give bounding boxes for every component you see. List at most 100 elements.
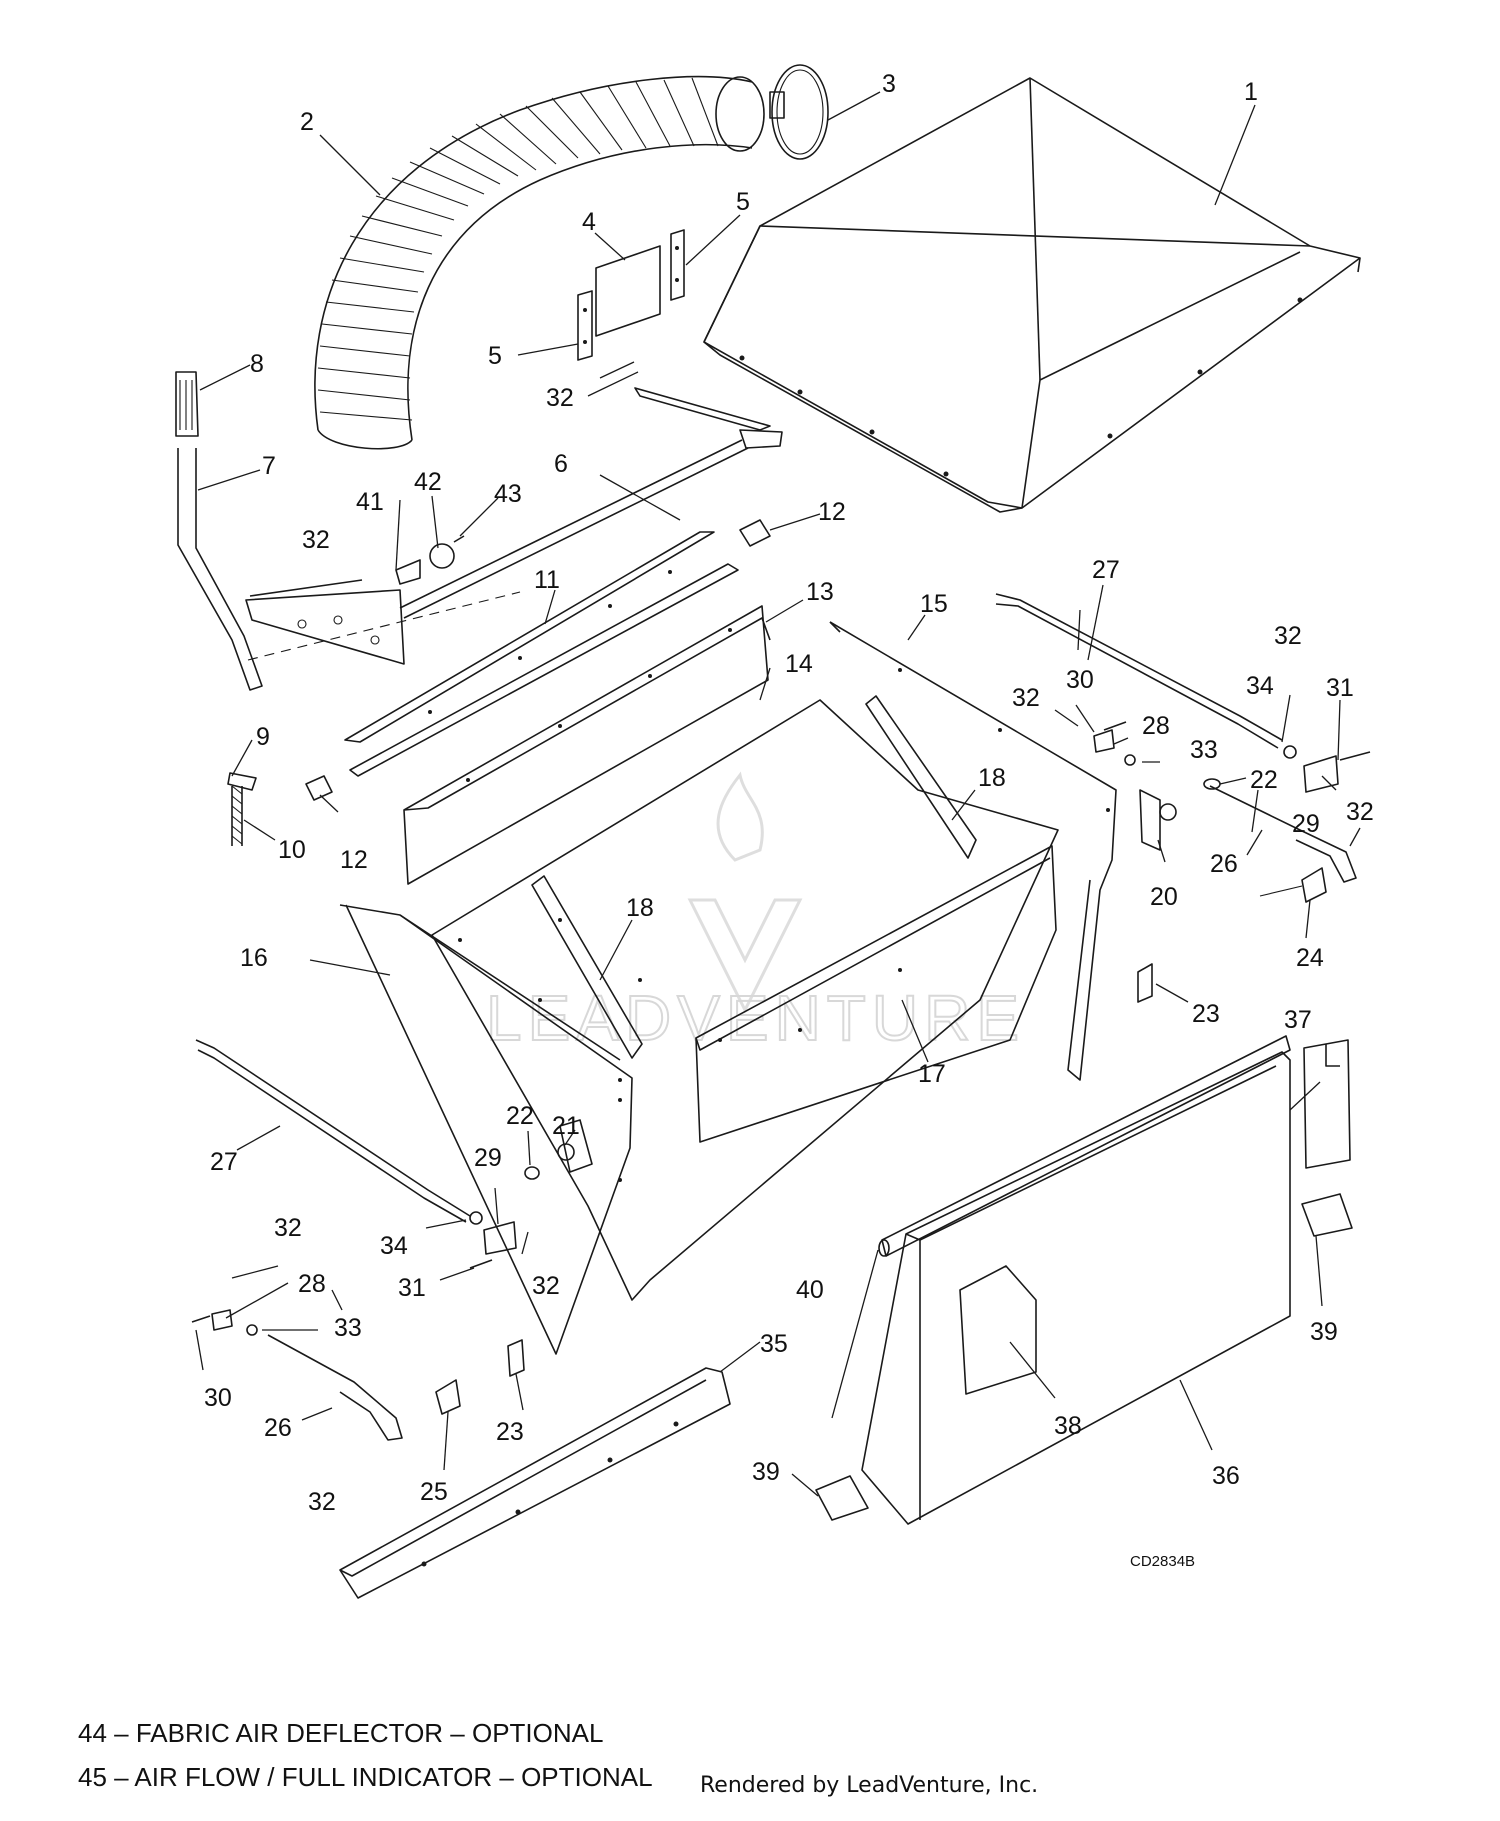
callout-8: 8 bbox=[250, 350, 264, 378]
callout-6: 6 bbox=[554, 450, 568, 478]
callout-26-left: 26 bbox=[264, 1414, 292, 1442]
part-latch-hook-left bbox=[435, 1379, 461, 1415]
part-left-side-panel bbox=[339, 904, 633, 1355]
callout-29-right: 29 bbox=[1292, 810, 1320, 838]
callout-22-right: 22 bbox=[1250, 766, 1278, 794]
part-hinge-rod bbox=[878, 1035, 1291, 1257]
part-yoke-right bbox=[1303, 755, 1339, 793]
part-brace-right bbox=[865, 695, 977, 859]
part-middle-panel bbox=[695, 845, 1057, 1143]
part-deflector-strip-right bbox=[670, 229, 685, 301]
callout-16: 16 bbox=[240, 944, 268, 972]
callout-17: 17 bbox=[918, 1060, 946, 1088]
part-spring bbox=[231, 785, 243, 846]
callout-32-clevis-right: 32 bbox=[1012, 684, 1040, 712]
part-yoke-left bbox=[483, 1221, 517, 1255]
part-bolt-left bbox=[191, 1315, 211, 1323]
part-latch-rod-left bbox=[267, 1334, 403, 1441]
callout-18-lower: 18 bbox=[626, 894, 654, 922]
callout-25: 25 bbox=[420, 1478, 448, 1506]
callout-32-clevis-left: 32 bbox=[274, 1214, 302, 1242]
callout-7: 7 bbox=[262, 452, 276, 480]
diagram-code: CD2834B bbox=[1130, 1553, 1195, 1570]
part-handle-left bbox=[815, 1475, 869, 1521]
callout-32-yoke-left: 32 bbox=[532, 1272, 560, 1300]
callout-27-left: 27 bbox=[210, 1148, 238, 1176]
part-spring-link bbox=[227, 772, 257, 791]
part-adjust-rod-right bbox=[995, 593, 1283, 749]
callout-30-left: 30 bbox=[204, 1384, 232, 1412]
part-spacer-block-top bbox=[739, 519, 771, 547]
part-pin-right bbox=[1339, 751, 1371, 761]
part-hood-cover bbox=[703, 77, 1361, 513]
part-handle-lever bbox=[177, 448, 521, 691]
callout-43: 43 bbox=[494, 480, 522, 508]
callout-34-left: 34 bbox=[380, 1232, 408, 1260]
callout-13: 13 bbox=[806, 578, 834, 606]
part-deflector-strip-left bbox=[577, 290, 593, 361]
note-air-flow-indicator: 45 – AIR FLOW / FULL INDICATOR – OPTIONA… bbox=[78, 1762, 653, 1792]
part-latch-plate-right bbox=[1137, 963, 1153, 1003]
callout-4: 4 bbox=[582, 208, 596, 236]
part-adjust-rod-left bbox=[195, 1039, 471, 1223]
part-jam-nut-right bbox=[1283, 745, 1297, 759]
part-lower-angle bbox=[339, 1367, 731, 1599]
callout-28-right: 28 bbox=[1142, 712, 1170, 740]
callout-18-upper: 18 bbox=[978, 764, 1006, 792]
callout-39-left: 39 bbox=[752, 1458, 780, 1486]
part-handle-right bbox=[1301, 1193, 1353, 1237]
callout-2: 2 bbox=[300, 108, 314, 136]
part-nut-left bbox=[246, 1324, 258, 1336]
part-nut-right bbox=[1124, 754, 1136, 766]
callout-21: 21 bbox=[552, 1112, 580, 1140]
callout-5-lower: 5 bbox=[488, 342, 502, 370]
callout-10: 10 bbox=[278, 836, 306, 864]
part-handle-grip bbox=[175, 371, 199, 437]
callout-9: 9 bbox=[256, 723, 270, 751]
part-latch-plate-left bbox=[507, 1339, 525, 1377]
watermark-text: LEADVENTURE bbox=[486, 982, 1025, 1054]
part-latch-rod-right bbox=[1209, 785, 1357, 883]
part-lever-bracket bbox=[245, 579, 405, 665]
part-clevis-right bbox=[1093, 729, 1115, 753]
rendered-by-credit: Rendered by LeadVenture, Inc. bbox=[700, 1773, 1039, 1798]
callout-15: 15 bbox=[920, 590, 948, 618]
part-flex-hose bbox=[314, 75, 765, 450]
part-bushing-left bbox=[524, 1166, 540, 1180]
part-deflector-plate bbox=[595, 245, 661, 337]
part-spacer-block-bottom bbox=[305, 775, 333, 801]
callout-32-hood: 32 bbox=[546, 384, 574, 412]
callout-12-upper: 12 bbox=[818, 498, 846, 526]
callout-39-right: 39 bbox=[1310, 1318, 1338, 1346]
callout-38: 38 bbox=[1054, 1412, 1082, 1440]
callout-24: 24 bbox=[1296, 944, 1324, 972]
part-pin-left bbox=[469, 1259, 493, 1269]
callout-11: 11 bbox=[534, 566, 560, 594]
callout-5-upper: 5 bbox=[736, 188, 750, 216]
callout-22-left: 22 bbox=[506, 1102, 534, 1130]
callout-32-latch-left: 32 bbox=[308, 1488, 336, 1516]
callout-42: 42 bbox=[414, 468, 442, 496]
callout-1: 1 bbox=[1244, 78, 1258, 106]
callout-28-left: 28 bbox=[298, 1270, 326, 1298]
part-door-bracket-upper bbox=[1303, 1039, 1351, 1169]
callout-labels: 1 2 3 4 5 5 6 7 8 9 10 11 12 12 13 14 15… bbox=[204, 70, 1374, 1516]
callout-37: 37 bbox=[1284, 1006, 1312, 1034]
callout-12-lower: 12 bbox=[340, 846, 368, 874]
callout-20: 20 bbox=[1150, 883, 1178, 911]
callout-33-left: 33 bbox=[334, 1314, 362, 1342]
callout-41: 41 bbox=[356, 488, 384, 516]
note-fabric-air-deflector: 44 – FABRIC AIR DEFLECTOR – OPTIONAL bbox=[78, 1718, 604, 1748]
part-jam-nut-left bbox=[469, 1211, 483, 1225]
callout-26-right: 26 bbox=[1210, 850, 1238, 878]
callout-3: 3 bbox=[882, 70, 896, 98]
callout-34-right: 34 bbox=[1246, 672, 1274, 700]
callout-33-right: 33 bbox=[1190, 736, 1218, 764]
callout-32-latch-right: 32 bbox=[1346, 798, 1374, 826]
callout-31-right: 31 bbox=[1326, 674, 1354, 702]
callout-27-right: 27 bbox=[1092, 556, 1120, 584]
part-door-bracket-lower bbox=[959, 1265, 1037, 1395]
part-bolt-right bbox=[1103, 721, 1127, 731]
callout-23-right: 23 bbox=[1192, 1000, 1220, 1028]
